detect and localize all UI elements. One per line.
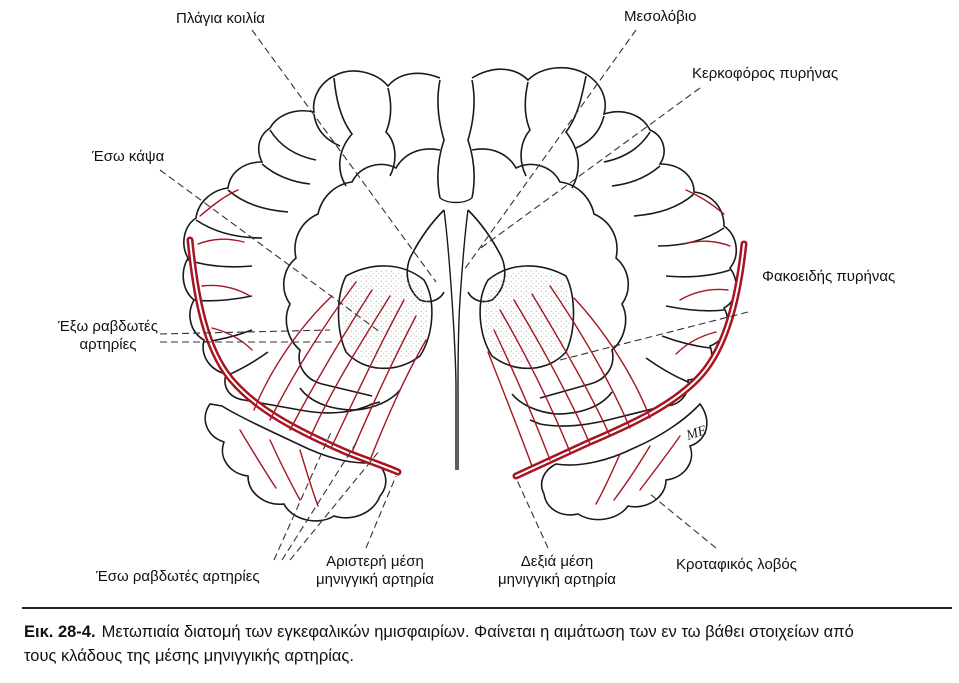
label-lateral-ventricle: Πλάγια κοιλία: [176, 10, 265, 27]
label-right-mca-line2: μηνιγγική αρτηρία: [498, 571, 616, 588]
caption-line-2: τους κλάδους της μέσης μηνιγγικής αρτηρί…: [24, 647, 354, 665]
label-lateral-striate-arteries: Έξω ραβδωτές αρτηρίες: [44, 318, 172, 354]
label-right-mca-line1: Δεξιά μέση: [520, 553, 594, 570]
label-temporal-lobe: Κροταφικός λοβός: [676, 556, 797, 573]
label-left-middle-cerebral-artery: Αριστερή μέση μηνιγγική αρτηρία: [290, 553, 460, 589]
leader-lines: [159, 29, 749, 561]
label-lentiform-nucleus: Φακοειδής πυρήνας: [762, 268, 896, 285]
striate-artery-branches: [197, 189, 731, 507]
label-left-mca-line2: μηνιγγική αρτηρία: [316, 571, 434, 588]
artist-signature: ME: [684, 423, 709, 444]
caption-divider: [22, 607, 952, 609]
label-corpus-callosum: Μεσολόβιο: [624, 8, 697, 25]
label-right-middle-cerebral-artery: Δεξιά μέση μηνιγγική αρτηρία: [472, 553, 642, 589]
label-internal-capsule: Έσω κάψα: [92, 148, 165, 165]
midline-structures: [439, 197, 473, 470]
right-lentiform-nucleus: [483, 269, 570, 363]
label-left-mca-line1: Αριστερή μέση: [326, 553, 424, 570]
label-medial-striate-arteries: Έσω ραβδωτές αρτηρίες: [96, 568, 260, 585]
caption-line-1: Εικ. 28-4. Μετωπιαία διατομή των εγκεφαλι…: [24, 620, 954, 644]
figure-caption: Εικ. 28-4. Μετωπιαία διατομή των εγκεφαλι…: [24, 620, 954, 668]
label-lateral-striate-line1: Έξω ραβδωτές: [58, 318, 158, 335]
figure-number: Εικ. 28-4.: [24, 623, 96, 641]
label-lateral-striate-line2: αρτηρίες: [79, 336, 137, 353]
label-caudate-nucleus: Κερκοφόρος πυρήνας: [692, 65, 839, 82]
right-hemisphere: [467, 66, 737, 521]
right-middle-cerebral-artery: [512, 240, 748, 480]
caption-text-1: Μετωπιαία διατομή των εγκεφαλικών ημισφα…: [101, 623, 854, 641]
